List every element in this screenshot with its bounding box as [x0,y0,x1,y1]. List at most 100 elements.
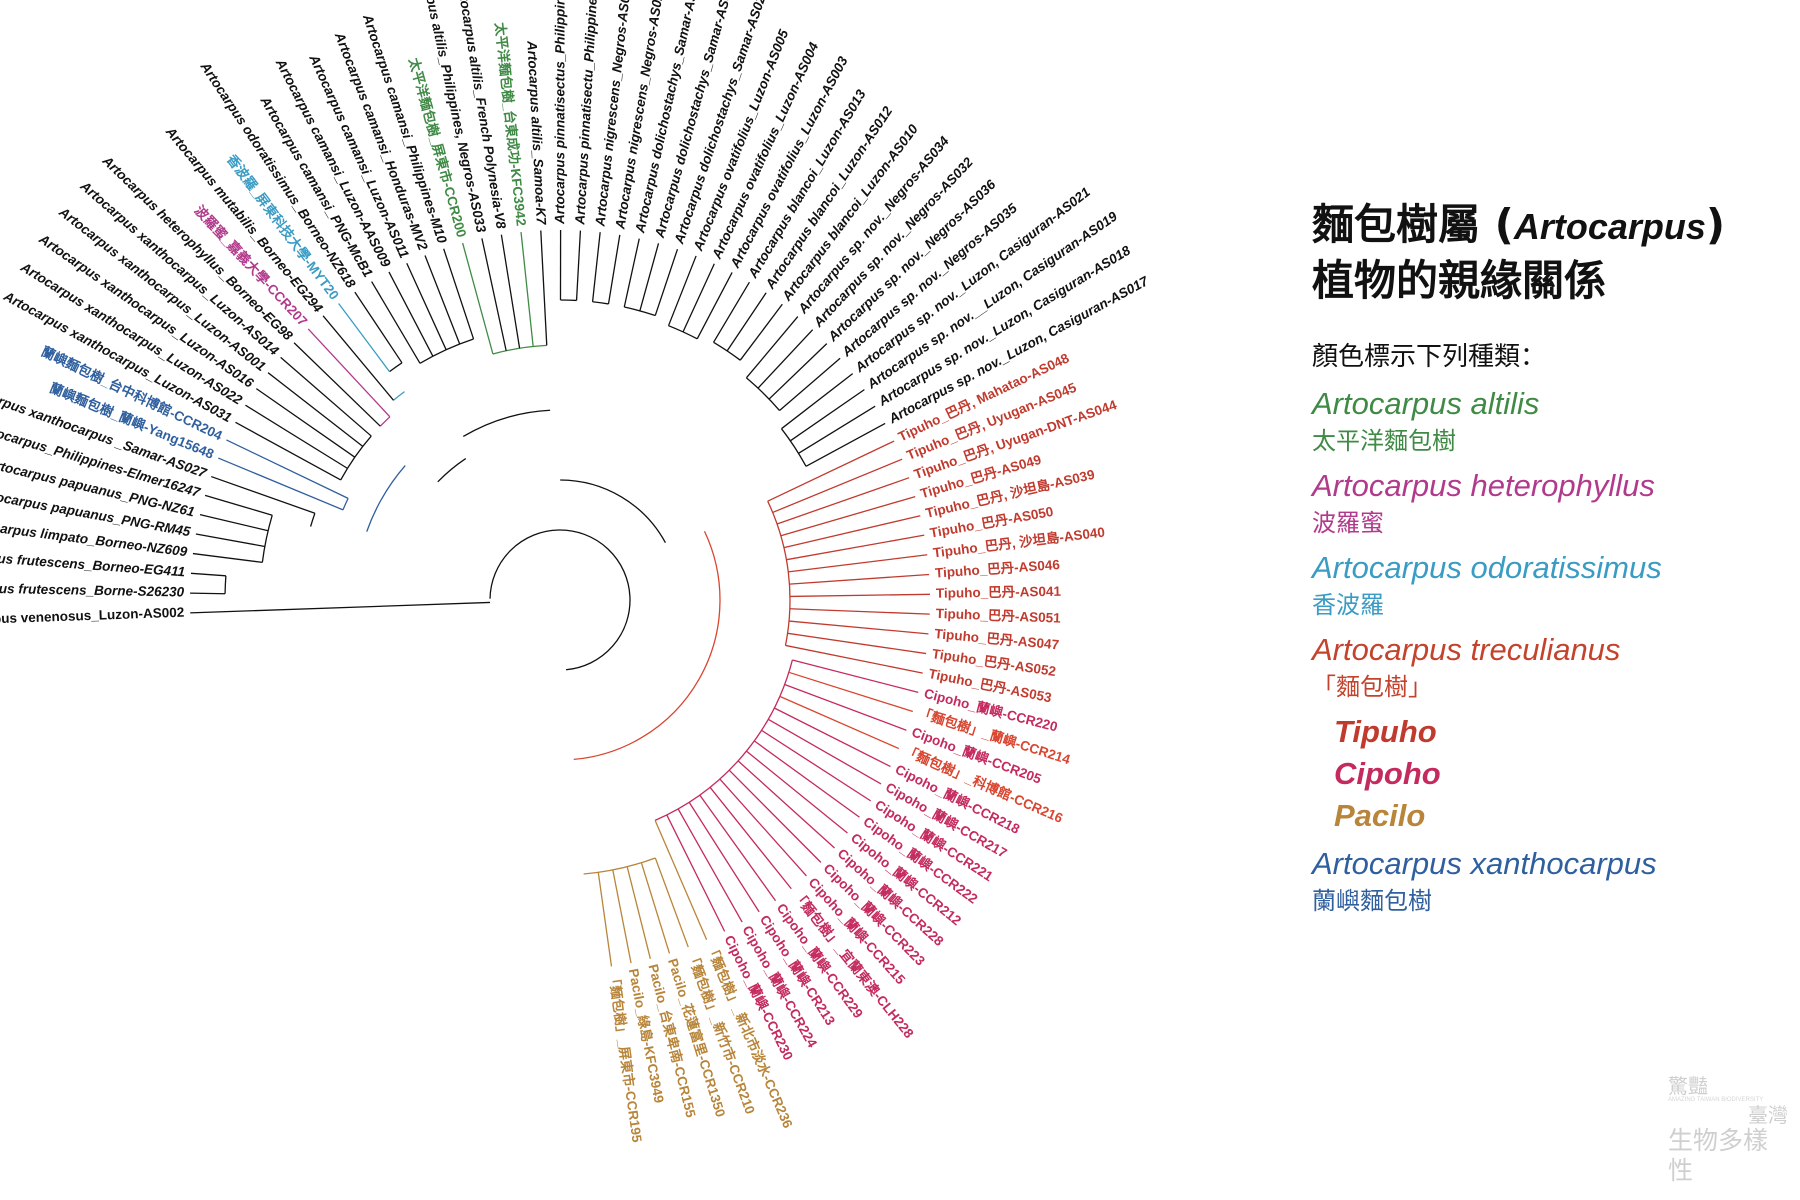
tree-branch [190,601,491,614]
tree-branch [424,255,461,345]
tree-branch [500,234,521,349]
legend-group-pacilo: Pacilo [1334,798,1426,833]
tree-branch-arc [340,435,372,481]
tree-branch [280,356,372,437]
leaf-label: Tipuho_巴丹-AS046 [935,557,1061,581]
tree-branch [788,620,929,635]
tree-branch [210,475,316,514]
tree-branch [682,263,715,333]
tree-branch [784,683,907,731]
tree-branch [767,718,882,785]
legend-entry-heterophyllus: Artocarpus heterophyllus 波羅蜜 [1312,467,1782,541]
logo-text-1: 驚豔 [1668,1074,1708,1098]
tree-branch [338,303,391,373]
tree-branch [540,230,548,346]
tree-branch [780,495,916,537]
tree-branch-arc [654,659,794,821]
tree-branch [774,707,891,768]
tree-branch [190,592,226,595]
tree-branch [443,248,475,340]
tree-branch [805,422,886,467]
tree-branches [190,229,930,967]
tree-branch-arc [389,362,403,373]
tree-branch-arc [342,498,349,511]
tree-branch [307,328,391,418]
legend-chinese: 波羅蜜 [1312,509,1384,537]
title-part2: 植物的親緣關係 [1312,256,1607,305]
tree-branch [788,671,914,713]
tree-branch [699,794,777,902]
tree-branch-arc [573,530,721,761]
tree-branch-arc [366,465,406,532]
legend-group-cipoho: Cipoho [1334,756,1441,791]
tree-branch [779,695,900,750]
tree-branch [787,632,927,655]
tree-branch [195,533,265,548]
title-latin: Artocarpus [1513,206,1706,247]
tree-branch [757,329,814,389]
tree-branch-arc [309,513,316,527]
tree-branch-arc [492,344,547,355]
tree-branch-arc [393,391,405,401]
tree-branch [597,872,613,967]
tree-branch [728,769,822,863]
leaf-label: Tipuho_巴丹-AS051 [935,606,1061,626]
tree-branch [654,857,689,948]
tree-branch [654,820,708,940]
tree-branch [406,262,447,350]
title-part1: 麵包樹屬 ( [1312,200,1514,249]
tree-branch [713,281,750,343]
tree-branch [520,231,534,347]
tree-branch [623,238,640,308]
legend-latin: Artocarpus altilis [1312,386,1540,421]
tree-branch-arc [713,341,741,361]
tree-branch [192,552,263,563]
tree-branch [612,869,632,964]
tree-branch [761,729,872,802]
tree-branch-arc [462,409,551,438]
tree-branch [226,439,349,499]
tree-branch [781,373,854,430]
tree-branch [607,234,621,305]
tree-branch [776,477,910,525]
tree-branch-arc [379,416,391,427]
tree-branch [719,778,807,877]
tree-branch [788,554,928,573]
tree-branch [789,593,930,598]
tree-branch [639,243,660,312]
tree-branch [737,760,835,849]
tree-branch [218,457,344,511]
tree-branch [575,230,582,301]
tree-branch [767,440,895,502]
tree-branch-arc [560,479,667,544]
tree-branch [654,248,679,316]
leaf-label: Artocarpus altilis_Samoa-K7 [524,40,549,227]
tree-branch [726,292,767,352]
tree-branch [626,866,652,959]
logo-small-text: AMAZING TAIWAN BIODIVERSITY [1668,1097,1764,1103]
tree-branch [792,659,919,694]
tree-branch [785,644,923,674]
tree-branch [739,303,783,361]
legend-latin: Artocarpus odoratissimus [1312,550,1662,585]
tree-branch [190,572,226,577]
legend-latin: Artocarpus treculianus [1312,632,1621,667]
tree-branch [786,534,925,561]
tree-branch-arc [261,515,273,563]
tree-branch [371,281,421,364]
tree-branch [255,388,356,458]
tree-branch [696,272,733,340]
leaf-label: Artocarpus frutescens_Borne-S26230 [0,580,185,600]
title-part1-end: ) [1705,200,1726,249]
legend-latin: Artocarpus xanthocarpus [1312,846,1657,881]
leaf-label: Tipuho_巴丹-AS041 [936,584,1062,601]
tree-branch-arc [668,325,698,340]
tree-branch [322,315,395,401]
tree-branch [293,342,381,427]
tree-branch [746,750,848,834]
tree-branch [789,608,930,615]
tree-branch [677,808,743,923]
tree-branch [789,573,930,585]
tree-branch [667,255,697,326]
